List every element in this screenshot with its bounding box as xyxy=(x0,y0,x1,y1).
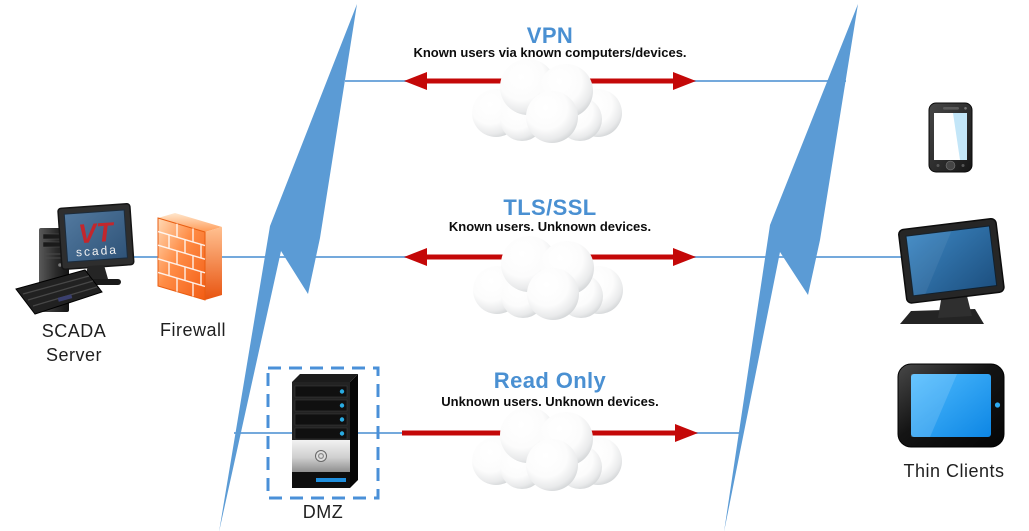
thin-clients-label: Thin Clients xyxy=(903,461,1005,481)
vpn-cloud-icon xyxy=(472,59,622,143)
scada-server-label-line1: SCADA xyxy=(41,321,107,341)
phone-camera xyxy=(964,107,967,110)
firewall-brick-lines xyxy=(157,223,206,297)
scada-monitor: VT scada xyxy=(57,203,135,270)
scada-keyboard xyxy=(15,269,103,315)
zone-subtitle-vpn: Known users via known computers/devices. xyxy=(413,45,687,60)
zone-subtitle-tls-ssl: Known users. Unknown devices. xyxy=(448,219,652,234)
smartphone-icon xyxy=(928,102,973,173)
firewall-icon xyxy=(157,213,222,301)
tablet-button xyxy=(994,402,1001,408)
dmz-label: DMZ xyxy=(302,502,344,522)
firewall-label: Firewall xyxy=(159,320,227,340)
dmz-boundary-box xyxy=(266,366,380,500)
phone-home-button xyxy=(945,160,956,171)
phone-speaker xyxy=(943,107,959,110)
tls-cloud-icon xyxy=(473,236,623,320)
zone-title-read-only: Read Only xyxy=(493,368,607,393)
scada-server-label-line2: Server xyxy=(45,345,103,365)
scada-server-icon: VT scada xyxy=(15,203,135,315)
scada-screen-logo-top: VT xyxy=(77,217,116,250)
scada-screen-logo-bottom: scada xyxy=(75,243,118,260)
right-network-boundary-bolt-icon xyxy=(724,4,858,531)
zone-title-tls-ssl: TLS/SSL xyxy=(503,195,597,220)
zone-subtitle-read-only: Unknown users. Unknown devices. xyxy=(441,394,659,409)
dmz-server-icon xyxy=(292,374,358,488)
scada-server-label: SCADA Server xyxy=(42,319,107,367)
thin-client-monitor-icon xyxy=(898,217,1005,324)
readonly-cloud-icon xyxy=(472,407,622,491)
zone-title-vpn: VPN xyxy=(526,23,574,48)
left-network-boundary-bolt-icon xyxy=(219,4,357,531)
tablet-icon xyxy=(897,363,1005,448)
